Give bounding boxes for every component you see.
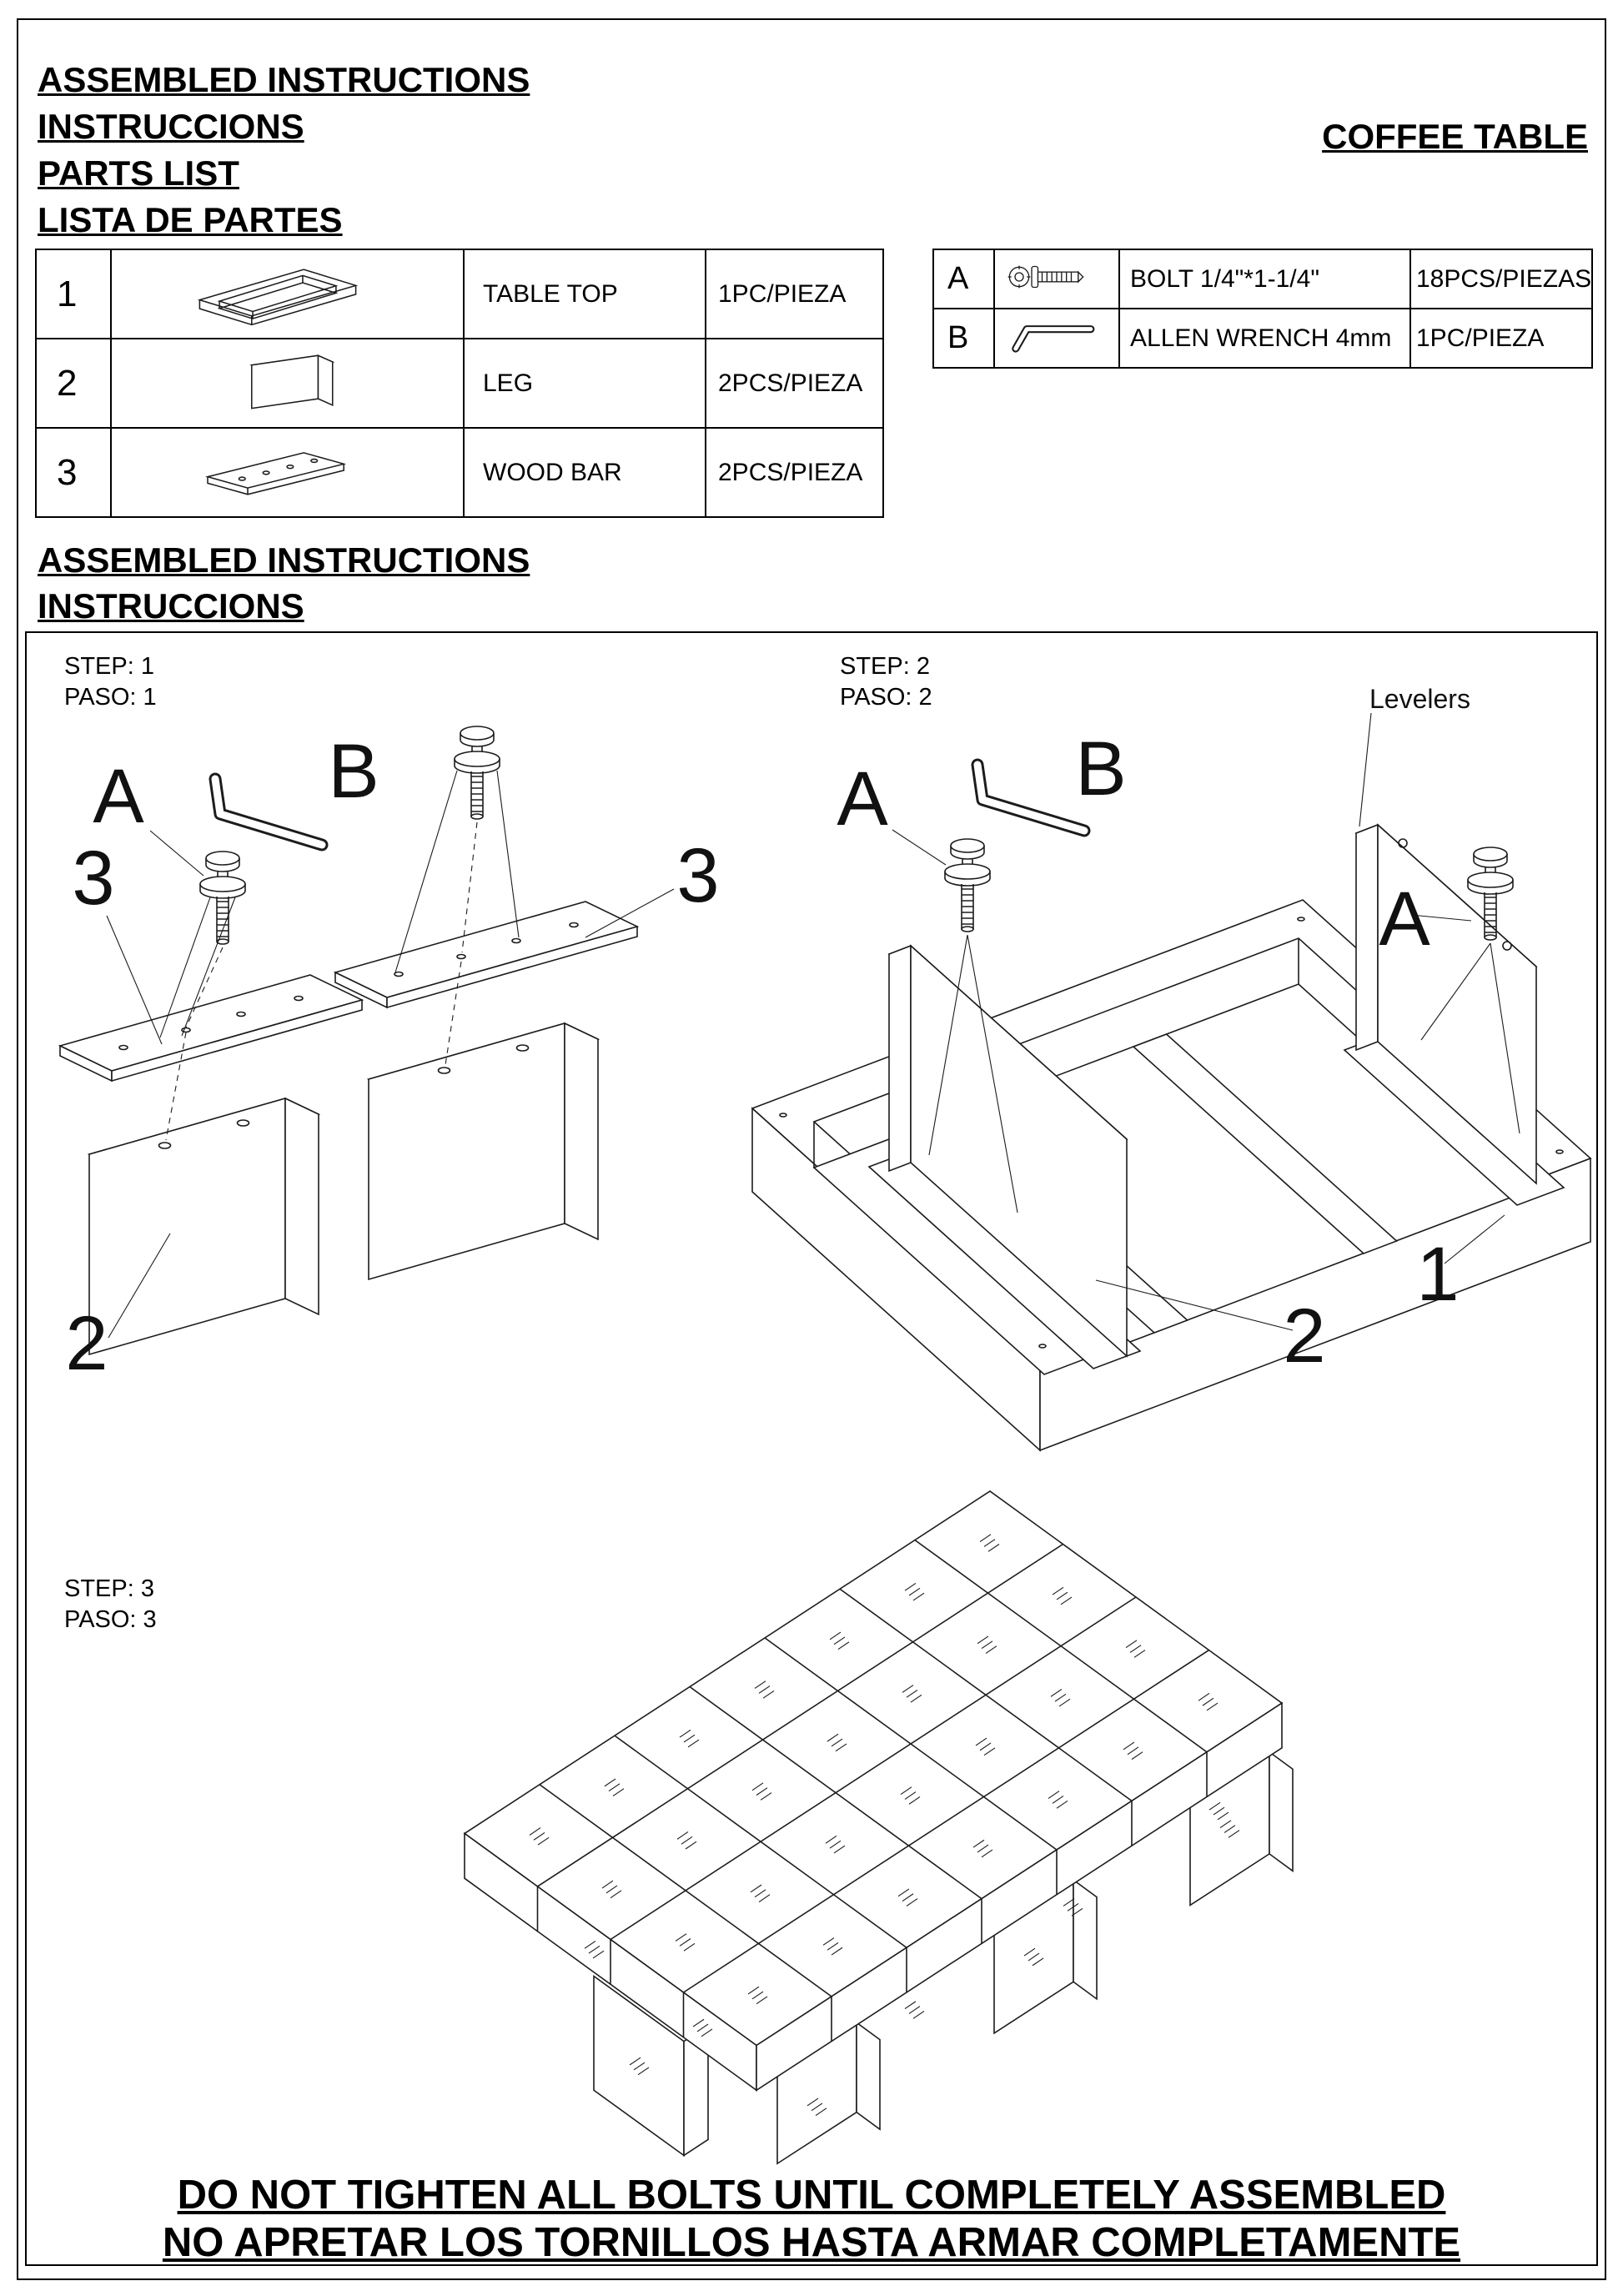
step2-label-en: STEP: 2 <box>840 653 930 680</box>
step1-label-es: PASO: 1 <box>64 684 157 711</box>
callout-wrench-label: B <box>328 729 379 814</box>
leg-drawing <box>87 1022 600 1356</box>
part-name: WOOD BAR <box>463 427 706 518</box>
callout-leg-label: 2 <box>1283 1294 1325 1379</box>
hardware-table: A BOLT 1/4"*1-1/4" 18PCS/PIEZAS B <box>932 249 1594 369</box>
table-top-icon <box>110 249 465 339</box>
step3-label-en: STEP: 3 <box>64 1575 154 1602</box>
part-qty: 1PC/PIEZA <box>705 249 884 339</box>
table-row: 3 WOOD BAR 2PCS/PIEZA <box>35 427 884 518</box>
callout-wrench-label: B <box>1075 726 1126 811</box>
step2-diagram: A B Levelers A 2 1 <box>751 684 1592 1452</box>
levelers-label: Levelers <box>1369 684 1470 714</box>
step1-label-en: STEP: 1 <box>64 653 154 680</box>
callout-table-top-label: 1 <box>1416 1232 1459 1317</box>
step2-label: STEP: 2 PASO: 2 <box>840 651 932 713</box>
hardware-letter: B <box>932 308 995 369</box>
bolt-icon <box>993 249 1120 309</box>
warning-en: DO NOT TIGHTEN ALL BOLTS UNTIL COMPLETEL… <box>177 2173 1446 2218</box>
step1-diagram: A B 3 3 2 <box>58 726 720 1386</box>
callout-wood-bar-label: 3 <box>676 833 719 918</box>
leg-icon <box>110 338 465 429</box>
bolt-drawing <box>454 726 500 820</box>
allen-wrench-drawing <box>215 779 322 845</box>
hardware-qty: 1PC/PIEZA <box>1409 308 1594 369</box>
warning-es: NO APRETAR LOS TORNILLOS HASTA ARMAR COM… <box>162 2220 1461 2265</box>
callout-bolt-label: A <box>93 754 144 839</box>
parts-list-table: 1 TABLE TOP 1PC/PIEZA 2 <box>35 249 884 518</box>
allen-wrench-drawing <box>977 765 1084 831</box>
step1-label: STEP: 1 PASO: 1 <box>64 651 157 713</box>
part-number: 2 <box>35 338 112 429</box>
allen-wrench-icon <box>993 308 1120 369</box>
part-name: LEG <box>463 338 706 429</box>
leveler-foot <box>1502 941 1512 951</box>
leveler-foot <box>1398 838 1408 848</box>
title-assembled-instructions-es: INSTRUCCIONS <box>38 107 304 146</box>
instructions-title-es: INSTRUCCIONS <box>38 586 304 625</box>
part-qty: 2PCS/PIEZA <box>705 427 884 518</box>
table-row: B ALLEN WRENCH 4mm 1PC/PIEZA <box>932 308 1594 369</box>
bolt-drawing <box>944 838 991 932</box>
callout-wood-bar-label: 3 <box>72 836 114 921</box>
part-qty: 2PCS/PIEZA <box>705 338 884 429</box>
title-parts-list-en: PARTS LIST <box>38 153 239 193</box>
table-row: A BOLT 1/4"*1-1/4" 18PCS/PIEZAS <box>932 249 1594 309</box>
leg-drawing <box>867 944 1142 1369</box>
title-parts-list-es: LISTA DE PARTES <box>38 200 343 239</box>
wood-bar-icon <box>110 427 465 518</box>
callout-leg-label: 2 <box>65 1301 108 1386</box>
wood-bar-drawing <box>58 901 640 1083</box>
part-name: TABLE TOP <box>463 249 706 339</box>
instructions-box: STEP: 1 PASO: 1 STEP: 2 PASO: 2 STEP: 3 … <box>25 631 1598 2266</box>
product-title: COFFEE TABLE <box>1322 117 1588 156</box>
table-row: 1 TABLE TOP 1PC/PIEZA <box>35 249 884 339</box>
instructions-title-en: ASSEMBLED INSTRUCTIONS <box>38 540 530 580</box>
title-assembled-instructions-en: ASSEMBLED INSTRUCTIONS <box>38 60 530 99</box>
hardware-name: BOLT 1/4"*1-1/4" <box>1118 249 1411 309</box>
part-number: 3 <box>35 427 112 518</box>
step3-diagram <box>463 1490 1294 2165</box>
hardware-letter: A <box>932 249 995 309</box>
step2-label-es: PASO: 2 <box>840 684 932 711</box>
table-row: 2 LEG 2PCS/PIEZA <box>35 338 884 429</box>
hardware-name: ALLEN WRENCH 4mm <box>1118 308 1411 369</box>
assembled-table-drawing <box>463 1490 1294 2165</box>
callout-bolt-label: A <box>837 756 888 842</box>
hardware-qty: 18PCS/PIEZAS <box>1409 249 1594 309</box>
part-number: 1 <box>35 249 112 339</box>
step3-label: STEP: 3 PASO: 3 <box>64 1574 157 1635</box>
page-border <box>17 18 1606 2280</box>
step3-label-es: PASO: 3 <box>64 1606 157 1633</box>
callout-bolt-label: A <box>1379 877 1430 962</box>
